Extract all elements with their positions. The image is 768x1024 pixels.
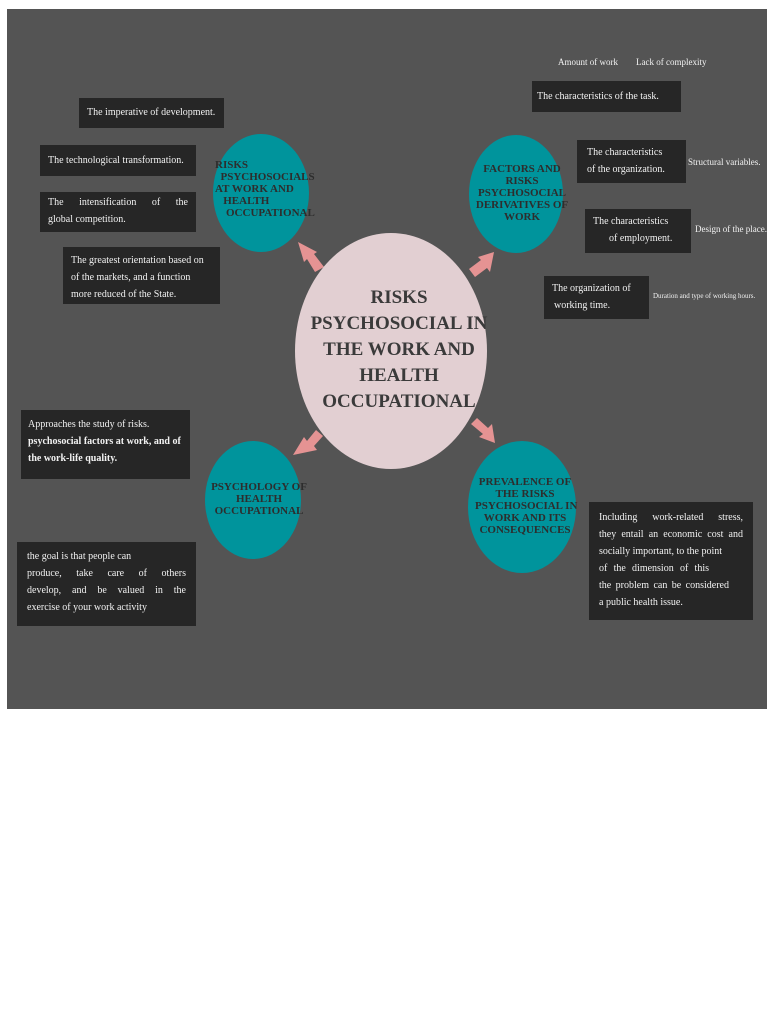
central-topic-label: RISKS PSYCHOSOCIAL IN THE WORK AND HEALT… — [310, 287, 488, 412]
label-structural-variables: Structural variables. — [688, 157, 761, 167]
text-prevalence-5: the problem can be considered — [599, 580, 729, 591]
text-intensification-2: global competition. — [48, 214, 126, 225]
text-working-time-2: working time. — [554, 300, 611, 311]
text-goal-4: exercise of your work activity — [27, 602, 147, 613]
text-approaches-bold: psychosocial factors at work, and of the… — [28, 436, 181, 464]
box-imperative-of-development: The imperative of development. — [79, 98, 224, 128]
text-prevalence-1: Including work-related stress, — [599, 512, 743, 523]
central-topic — [295, 233, 487, 469]
text-working-time-1: The organization of — [552, 283, 631, 294]
text-prevalence-6: a public health issue. — [599, 597, 683, 608]
text-orientation-3: more reduced of the State. — [71, 289, 177, 300]
box-goal-people: the goal is that people can produce, tak… — [17, 542, 196, 626]
node-psychology-of-health-label: PSYCHOLOGY OF HEALTH OCCUPATIONAL — [211, 481, 307, 517]
label-design-of-place: Design of the place. — [695, 224, 767, 234]
node-risks-psychosocials — [213, 134, 309, 252]
box-characteristics-task: The characteristics of the task. — [532, 81, 681, 112]
text-prevalence-3: socially important, to the point — [599, 546, 723, 557]
text-employment-1: The characteristics — [593, 216, 669, 227]
diagram-canvas: RISKS PSYCHOSOCIAL IN THE WORK AND HEALT… — [7, 9, 767, 709]
box-prevalence-details: Including work-related stress, they enta… — [589, 502, 753, 620]
box-greatest-orientation: The greatest orientation based on of the… — [63, 247, 220, 304]
text-orientation-2: of the markets, and a function — [71, 272, 191, 283]
text-goal-3: develop, and be valued in the — [27, 585, 186, 596]
arrow-top-right — [469, 252, 494, 277]
node-risks-psychosocials-label: RISKS PSYCHOSOCIALS AT WORK AND HEALTH O… — [215, 159, 315, 219]
text-orientation-1: The greatest orientation based on — [71, 255, 204, 266]
text-organization-2: of the organization. — [587, 164, 665, 175]
text-characteristics-task: The characteristics of the task. — [537, 91, 659, 102]
text-intensification-1: The intensification of the — [48, 197, 188, 208]
arrow-top-left — [298, 242, 324, 272]
node-factors-and-risks-label: FACTORS AND RISKS PSYCHOSOCIAL DERIVATIV… — [475, 163, 569, 223]
box-organization-working-time: The organization of working time. — [544, 276, 649, 319]
node-prevalence — [468, 441, 576, 573]
arrow-bottom-right — [471, 418, 495, 443]
label-lack-of-complexity: Lack of complexity — [636, 57, 707, 67]
node-psychology-of-health — [205, 441, 301, 559]
box-characteristics-employment: The characteristics of employment. — [585, 209, 691, 253]
label-duration-working-hours: Duration and type of working hours. — [653, 292, 756, 300]
arrows-layer — [293, 242, 495, 455]
arrow-bottom-left — [293, 430, 323, 455]
box-technological-transformation: The technological transformation. — [40, 145, 196, 176]
text-imperative-of-development: The imperative of development. — [87, 107, 216, 118]
text-approaches-1: Approaches the study of risks. — [28, 419, 150, 430]
label-amount-of-work: Amount of work — [558, 57, 618, 67]
box-characteristics-organization: The characteristics of the organization. — [577, 140, 686, 183]
box-approaches-study: Approaches the study of risks. psychosoc… — [21, 410, 190, 479]
text-goal-2: produce, take care of others — [27, 568, 186, 579]
text-goal-1: the goal is that people can — [27, 551, 132, 562]
text-prevalence-4: of the dimension of this — [599, 563, 709, 574]
node-factors-and-risks — [469, 135, 563, 253]
text-organization-1: The characteristics — [587, 147, 663, 158]
text-technological-transformation: The technological transformation. — [48, 155, 184, 166]
text-employment-2: of employment. — [609, 233, 673, 244]
box-intensification: The intensification of the global compet… — [40, 192, 196, 232]
node-prevalence-label: PREVALENCE OF THE RISKS PSYCHOSOCIAL IN … — [475, 476, 578, 536]
text-prevalence-2: they entail an economic cost and — [599, 529, 743, 540]
